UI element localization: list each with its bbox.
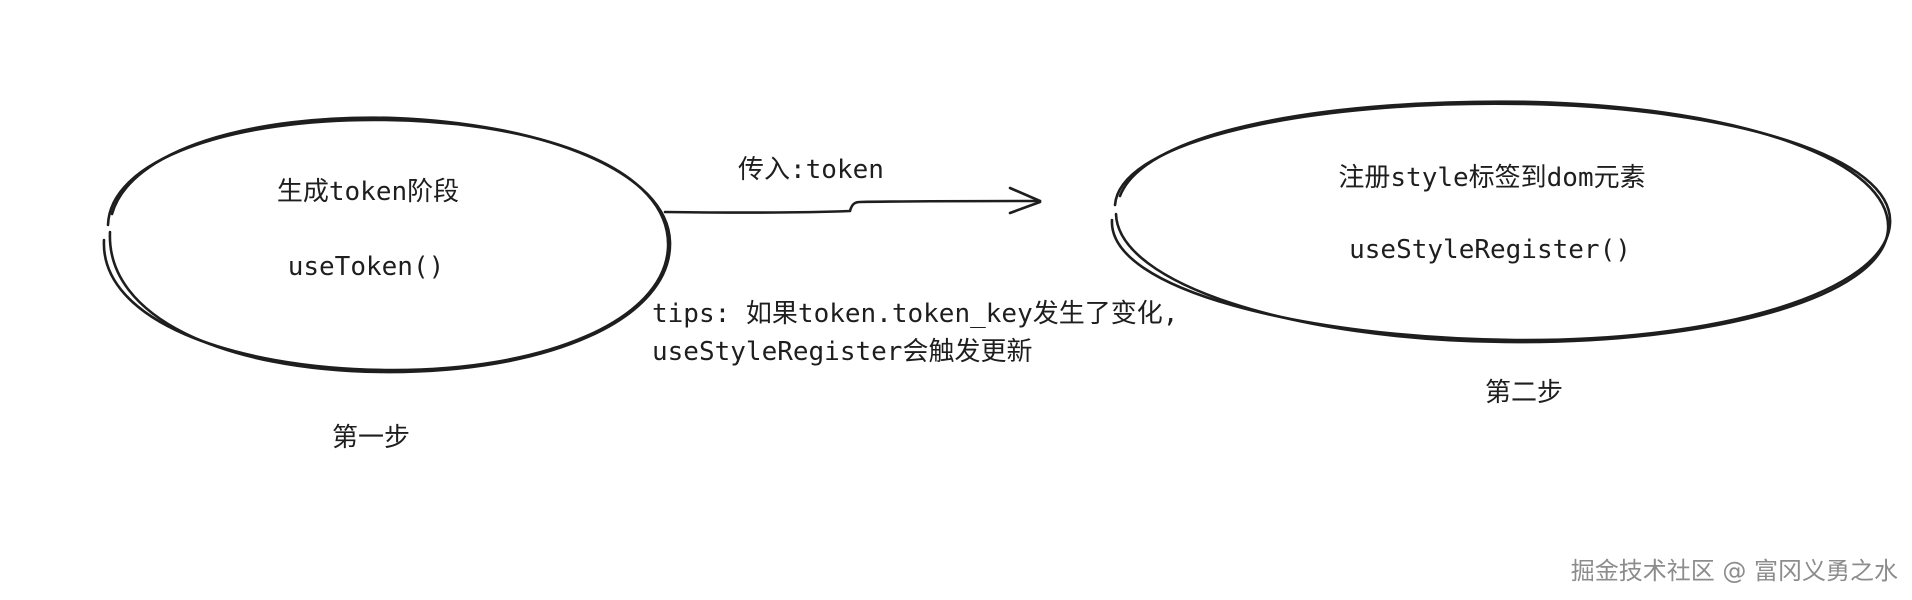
tips-line-1: tips: 如果token.token_key发生了变化,: [652, 299, 1179, 329]
watermark: 掘金技术社区 @ 富冈义勇之水: [1570, 557, 1898, 585]
flow-arrow-head-upper: [1008, 186, 1042, 203]
step2-ellipse[interactable]: [1110, 100, 1892, 344]
flow-arrow[interactable]: [663, 186, 1042, 215]
step1-title: 生成token阶段: [276, 177, 460, 207]
step1-caption: 第一步: [331, 423, 411, 453]
step2-caption: 第二步: [1484, 378, 1564, 408]
step1-ellipse[interactable]: [102, 116, 672, 374]
flow-arrow-head-lower: [1008, 200, 1042, 215]
step2-title: 注册style标签到dom元素: [1338, 163, 1646, 193]
flow-arrow-shaft: [663, 199, 1042, 214]
tips-line-2: useStyleRegister会触发更新: [652, 337, 1033, 367]
arrow-label: 传入:token: [738, 155, 884, 185]
step2-function: useStyleRegister(): [1349, 235, 1631, 265]
step1-function: useToken(): [287, 252, 445, 282]
